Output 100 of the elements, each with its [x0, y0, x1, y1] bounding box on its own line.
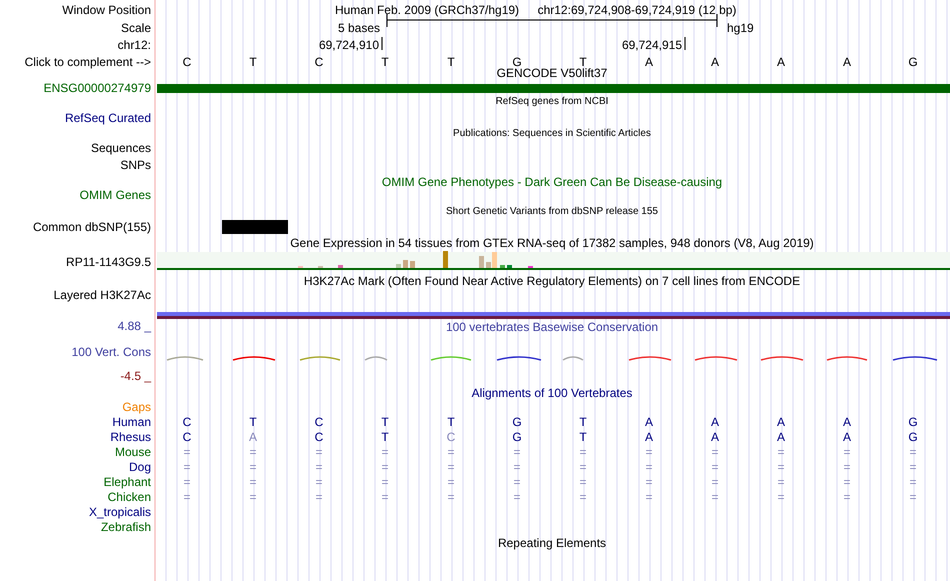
base-letter: G	[908, 56, 918, 68]
match-mark: =	[184, 476, 190, 488]
base-letter: A	[645, 56, 653, 68]
track-title: Publications: Sequences in Scientific Articles	[453, 129, 651, 139]
match-mark: =	[844, 476, 850, 488]
species-label: Dog	[128, 461, 151, 473]
track-label: Gaps	[122, 401, 151, 413]
row-label: Click to complement -->	[24, 56, 151, 68]
base-letter: A	[645, 431, 653, 443]
base-letter: A	[843, 56, 851, 68]
match-mark: =	[514, 491, 520, 503]
match-mark: =	[184, 461, 190, 473]
match-mark: =	[448, 446, 454, 458]
track-label: RP11-1143G9.5	[66, 256, 151, 268]
match-mark: =	[778, 476, 784, 488]
track-label: OMIM Genes	[80, 189, 151, 201]
match-mark: =	[646, 446, 652, 458]
axis-label: 4.88 _	[118, 320, 151, 332]
match-mark: =	[448, 491, 454, 503]
match-mark: =	[910, 461, 916, 473]
match-mark: =	[580, 491, 586, 503]
species-label: Elephant	[104, 476, 151, 488]
match-mark: =	[580, 461, 586, 473]
base-letter: T	[381, 56, 389, 68]
match-mark: =	[580, 476, 586, 488]
base-letter: T	[447, 56, 455, 68]
match-mark: =	[316, 476, 322, 488]
base-letter: T	[249, 56, 257, 68]
species-label: Zebrafish	[100, 521, 151, 533]
base-letter: A	[843, 416, 851, 428]
match-mark: =	[646, 476, 652, 488]
track-title: H3K27Ac Mark (Often Found Near Active Regulatory Elements) on 7 cell lines from ENCODE	[304, 275, 800, 287]
match-mark: =	[514, 461, 520, 473]
base-letter: A	[777, 416, 785, 428]
row-label: Window Position	[62, 4, 151, 16]
row-label: chr12:	[118, 39, 151, 51]
track-title: Repeating Elements	[498, 537, 606, 549]
base-letter: A	[777, 431, 785, 443]
match-mark: =	[316, 461, 322, 473]
base-letter: T	[447, 416, 455, 428]
match-mark: =	[250, 476, 256, 488]
match-mark: =	[448, 476, 454, 488]
track-title: RefSeq genes from NCBI	[496, 97, 608, 107]
base-letter: A	[711, 416, 719, 428]
match-mark: =	[778, 491, 784, 503]
base-letter: C	[314, 431, 324, 443]
assembly-label: hg19	[727, 22, 754, 34]
base-letter: C	[182, 416, 192, 428]
position-label: chr12:69,724,908-69,724,919 (12 bp)	[538, 4, 736, 16]
match-mark: =	[646, 491, 652, 503]
base-letter: C	[314, 56, 324, 68]
match-mark: =	[382, 446, 388, 458]
base-letter: C	[446, 431, 456, 443]
track-label: Common dbSNP(155)	[32, 221, 151, 233]
coordinate-label: 69,724,910	[318, 39, 379, 51]
match-mark: =	[712, 476, 718, 488]
base-letter: A	[249, 431, 257, 443]
species-label: Mouse	[114, 446, 151, 458]
match-mark: =	[778, 446, 784, 458]
species-label: Human	[112, 416, 151, 428]
base-letter: G	[512, 416, 522, 428]
base-letter: A	[711, 431, 719, 443]
base-letter: C	[182, 431, 192, 443]
track-label: SNPs	[120, 159, 151, 171]
match-mark: =	[382, 491, 388, 503]
base-letter: T	[381, 416, 389, 428]
match-mark: =	[712, 461, 718, 473]
match-mark: =	[184, 491, 190, 503]
base-letter: G	[908, 431, 918, 443]
match-mark: =	[844, 491, 850, 503]
track-title: GENCODE V50lift37	[496, 67, 608, 79]
base-letter: A	[777, 56, 785, 68]
base-letter: T	[579, 56, 587, 68]
match-mark: =	[448, 461, 454, 473]
track-label: Layered H3K27Ac	[54, 289, 151, 301]
scale-label: 5 bases	[338, 22, 380, 34]
match-mark: =	[316, 446, 322, 458]
match-mark: =	[712, 446, 718, 458]
base-letter: G	[512, 56, 522, 68]
base-letter: G	[512, 431, 522, 443]
match-mark: =	[910, 446, 916, 458]
base-letter: A	[711, 56, 719, 68]
track-title: 100 vertebrates Basewise Conservation	[446, 321, 658, 333]
match-mark: =	[646, 461, 652, 473]
base-letter: A	[843, 431, 851, 443]
match-mark: =	[778, 461, 784, 473]
match-mark: =	[514, 446, 520, 458]
base-letter: T	[579, 431, 587, 443]
match-mark: =	[712, 491, 718, 503]
match-mark: =	[316, 491, 322, 503]
base-letter: T	[381, 431, 389, 443]
track-title: Short Genetic Variants from dbSNP release 155	[446, 207, 658, 217]
track-title: Alignments of 100 Vertebrates	[472, 387, 632, 399]
track-title: Gene Expression in 54 tissues from GTEx RNA-seq of 17382 samples, 948 donors (V8, Aug 2019)	[290, 237, 814, 249]
match-mark: =	[250, 491, 256, 503]
match-mark: =	[580, 446, 586, 458]
base-letter: G	[908, 416, 918, 428]
track-label: 100 Vert. Cons	[72, 346, 151, 358]
species-label: X_tropicalis	[88, 506, 151, 518]
row-label: Scale	[120, 22, 151, 34]
